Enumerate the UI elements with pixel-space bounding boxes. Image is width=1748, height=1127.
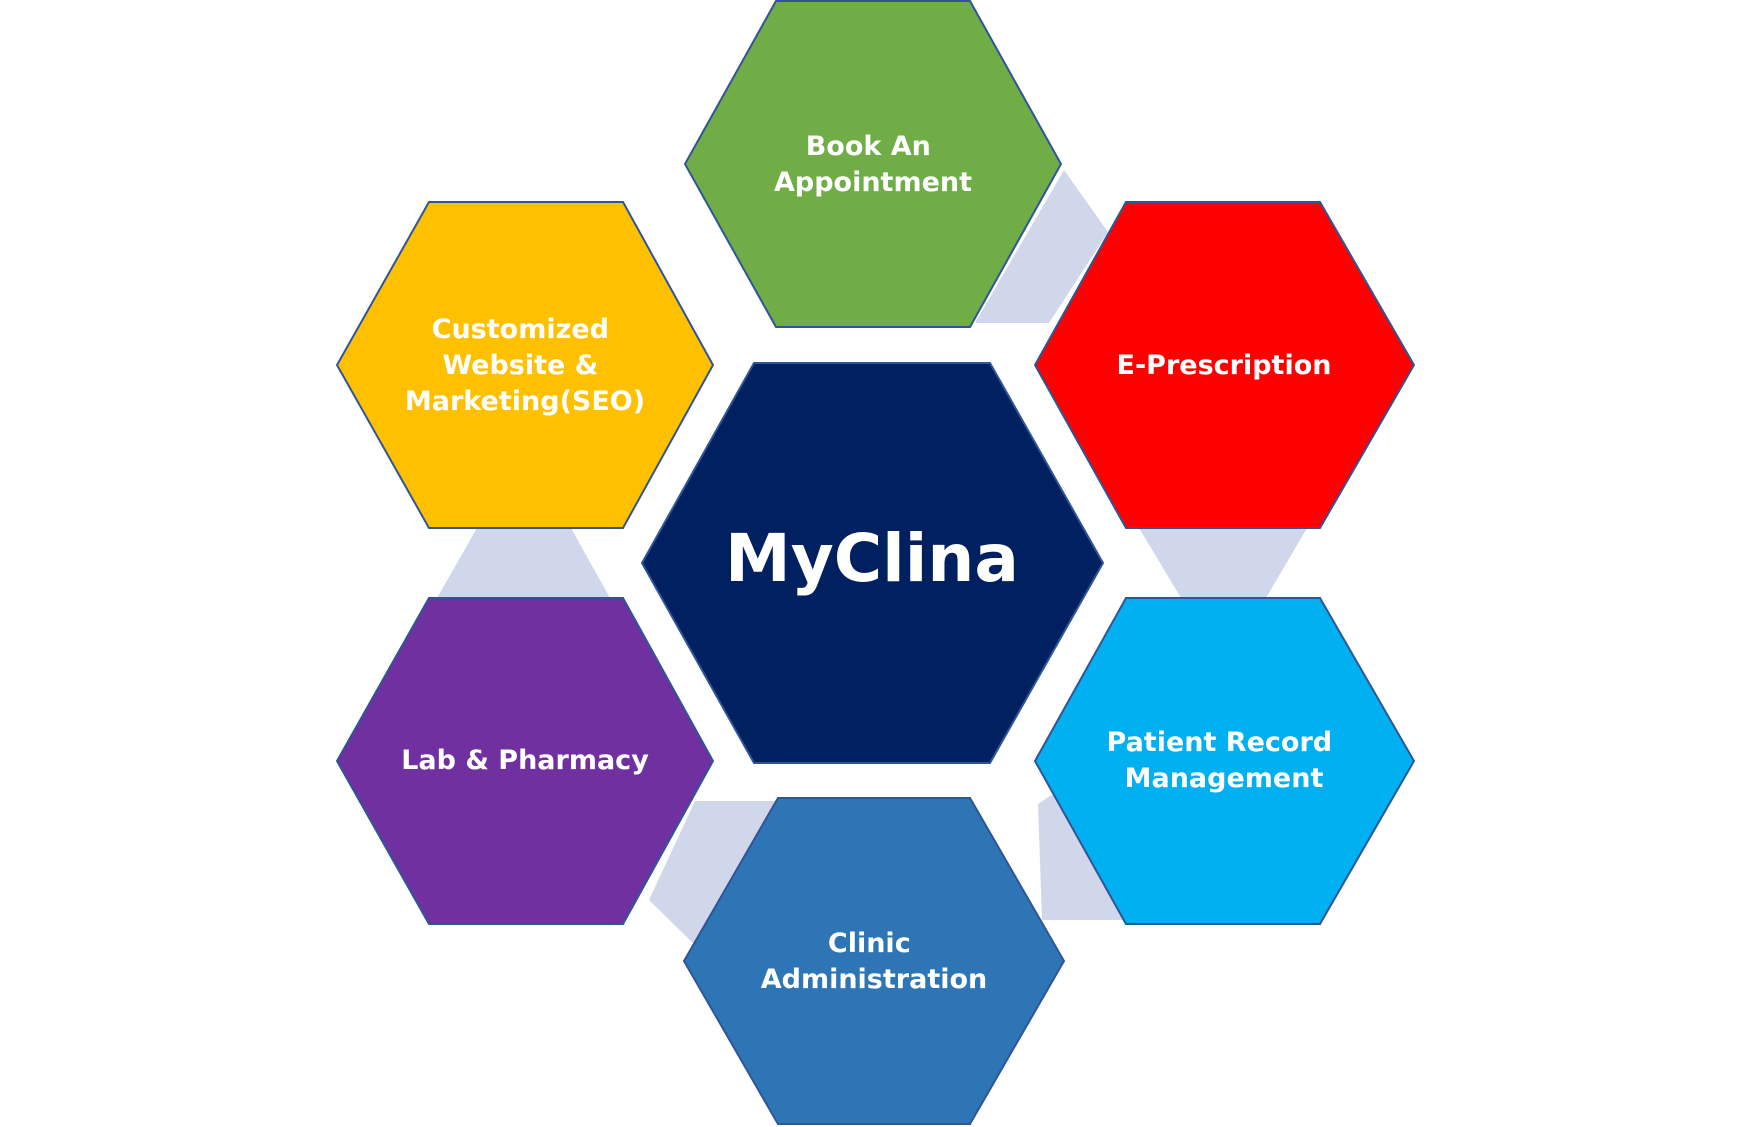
node-book-appointment: Book An Appointment: [683, 0, 1063, 328]
label-book-appointment-line-1: Book An: [806, 131, 931, 162]
svg-text:Customized Website &: Customized Website & Marketing(SEO): [405, 314, 645, 417]
label-clinic-administration-line-1: Clinic: [828, 928, 911, 959]
hexagon-lab-pharmacy: [335, 597, 715, 925]
connector-clinic-to-lab: [649, 801, 778, 950]
svg-text:E-Prescription: E-Prescription: [1117, 350, 1332, 381]
svg-text:Patient Record Managem: Patient Record Management: [1107, 727, 1342, 794]
hexagon-book-appointment: [683, 0, 1063, 328]
connector-lab-to-website: [437, 528, 610, 598]
svg-text:MyClina: MyClina: [725, 520, 1019, 597]
node-patient-record: Patient Record Management: [1033, 597, 1416, 925]
hexagon-center-myclina: [640, 362, 1105, 764]
hexagon-group: Book An Appointment E-Prescription Patie…: [335, 0, 1416, 1125]
svg-text:Lab & Pharmacy: Lab & Pharmacy: [401, 745, 649, 776]
hexagon-customized-website: [335, 201, 715, 529]
hexagon-clinic-administration: [682, 797, 1066, 1125]
label-book-appointment-line-2: Appointment: [774, 167, 972, 198]
hexagon-patient-record: [1033, 597, 1416, 925]
hexagon-e-prescription: [1033, 201, 1416, 529]
node-clinic-administration: Clinic Administration: [682, 797, 1066, 1125]
label-lab-pharmacy-line-1: Lab & Pharmacy: [401, 745, 649, 776]
svg-text:Clinic Administration: Clinic Administration: [761, 928, 988, 995]
label-patient-record-line-1: Patient Record: [1107, 727, 1333, 758]
label-customized-website-line-2: Website &: [442, 350, 598, 381]
label-center-myclina: MyClina: [725, 520, 1019, 597]
node-e-prescription: E-Prescription: [1033, 201, 1416, 529]
label-clinic-administration-line-2: Administration: [761, 964, 988, 995]
svg-text:Book An Appointment: Book An Appointment: [774, 131, 972, 198]
connector-book-to-eprescription: [975, 170, 1108, 323]
node-customized-website: Customized Website & Marketing(SEO): [335, 201, 715, 529]
label-customized-website-line-1: Customized: [432, 314, 609, 345]
node-center-myclina: MyClina: [640, 362, 1105, 764]
connector-eprescription-to-patient-record: [1139, 528, 1307, 598]
label-patient-record-line-2: Management: [1125, 763, 1324, 794]
connector-bands: [437, 170, 1307, 950]
label-customized-website-line-3: Marketing(SEO): [405, 386, 645, 417]
label-e-prescription-line-1: E-Prescription: [1117, 350, 1332, 381]
node-lab-pharmacy: Lab & Pharmacy: [335, 597, 715, 925]
